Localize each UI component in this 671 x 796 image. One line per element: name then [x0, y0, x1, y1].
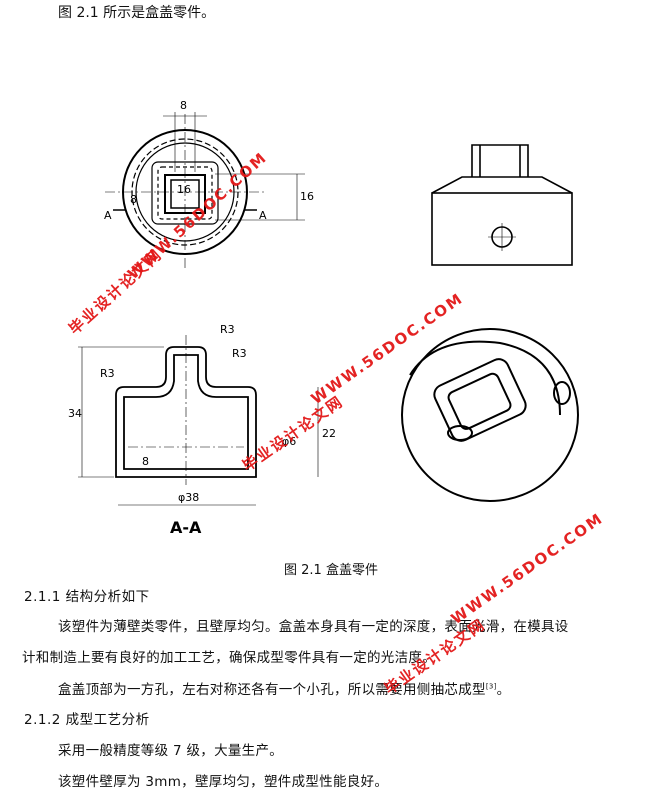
dim-phi6: φ6: [282, 435, 296, 448]
dim-phi38: φ38: [178, 491, 199, 504]
section-view: [78, 335, 319, 506]
section-211-para2-end: 。: [496, 682, 511, 698]
section-212-heading: 2.1.2 成型工艺分析: [24, 712, 150, 728]
dim-8-top: 8: [180, 99, 187, 112]
dim-8-side: 8: [130, 193, 137, 206]
top-view: [105, 112, 305, 270]
box-cover-drawing: 8 16 8 16 A A R3 R3 R3 34 22 8 φ6 φ38 A-…: [68, 99, 579, 537]
section-212-para2: 该塑件壁厚为 3mm，壁厚均匀，塑件成型性能良好。: [58, 774, 389, 790]
section-label: A-A: [170, 518, 202, 537]
dim-r3-b: R3: [232, 347, 247, 360]
section-211-heading: 2.1.1 结构分析如下: [24, 589, 150, 605]
dim-r3-a: R3: [220, 323, 235, 336]
dim-34: 34: [68, 407, 82, 420]
section-a-right: A: [259, 209, 267, 222]
section-211-para1: 该塑件为薄壁类零件，且壁厚均匀。盒盖本身具有一定的深度，表面光滑，在模具设: [58, 619, 569, 635]
intro-text: 图 2.1 所示是盒盖零件。: [58, 5, 216, 21]
dim-16-right: 16: [300, 190, 314, 203]
dim-8-bottom: 8: [142, 455, 149, 468]
section-211-para2-text: 盒盖顶部为一方孔，左右对称还各有一个小孔，所以需要用侧抽芯成型: [58, 682, 486, 698]
isometric-view: [401, 328, 579, 502]
section-212-para1: 采用一般精度等级 7 级，大量生产。: [58, 743, 284, 759]
section-211-para2: 盒盖顶部为一方孔，左右对称还各有一个小孔，所以需要用侧抽芯成型[3]。: [58, 678, 510, 698]
dim-r3-c: R3: [100, 367, 115, 380]
section-a-left: A: [104, 209, 112, 222]
part-figure: 8 16 8 16 A A R3 R3 R3 34 22 8 φ6 φ38 A-…: [60, 85, 620, 560]
dim-16-inner: 16: [177, 183, 191, 196]
figure-caption: 图 2.1 盒盖零件: [284, 563, 378, 578]
citation-ref: [3]: [485, 682, 497, 691]
section-211-para1-cont: 计和制造上要有良好的加工工艺，确保成型零件具有一定的光洁度。: [22, 650, 436, 666]
dim-22: 22: [322, 427, 336, 440]
front-view: [431, 144, 573, 266]
